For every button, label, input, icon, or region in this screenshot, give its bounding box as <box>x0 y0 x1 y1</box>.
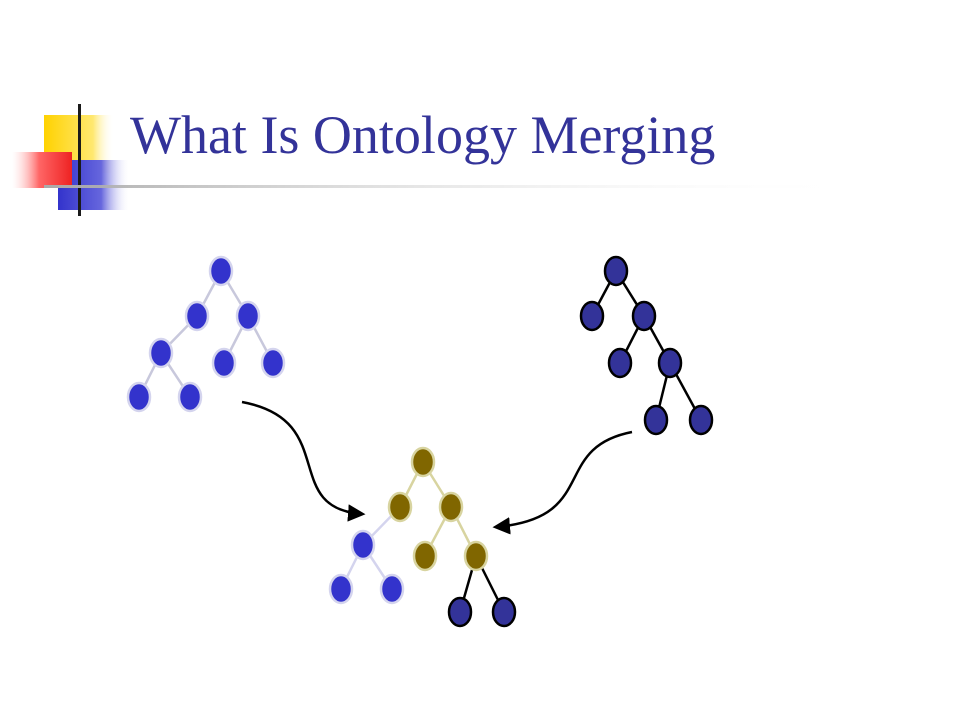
tree-node <box>235 300 261 332</box>
tree-node <box>657 347 683 379</box>
tree-node <box>447 596 473 628</box>
tree-node <box>688 404 714 436</box>
tree-node <box>491 596 517 628</box>
merge-arrow-right <box>492 430 633 535</box>
tree-node <box>607 347 633 379</box>
tree-node <box>350 529 376 561</box>
tree-node <box>631 300 657 332</box>
tree-node <box>260 347 286 379</box>
merge-arrow-left <box>241 400 366 522</box>
tree-node <box>126 381 152 413</box>
tree-node <box>208 255 234 287</box>
decor-red-square <box>12 152 72 188</box>
tree-node <box>177 381 203 413</box>
merged-ontology-tree <box>328 446 517 628</box>
tree-node <box>148 337 174 369</box>
tree-node <box>379 573 405 605</box>
tree-node <box>463 540 489 572</box>
tree-node <box>603 255 629 287</box>
tree-node <box>211 347 237 379</box>
tree-node <box>643 404 669 436</box>
tree-node <box>579 300 605 332</box>
decor-horizontal-rule <box>44 185 864 188</box>
tree-node <box>328 573 354 605</box>
tree-node <box>438 491 464 523</box>
source-ontology-2-tree <box>579 255 714 436</box>
slide-title: What Is Ontology Merging <box>130 105 716 165</box>
tree-node <box>387 491 413 523</box>
decor-vertical-rule <box>78 104 81 216</box>
tree-node <box>410 446 436 478</box>
tree-node <box>184 300 210 332</box>
source-ontology-1-tree <box>126 255 286 413</box>
tree-node <box>412 540 438 572</box>
